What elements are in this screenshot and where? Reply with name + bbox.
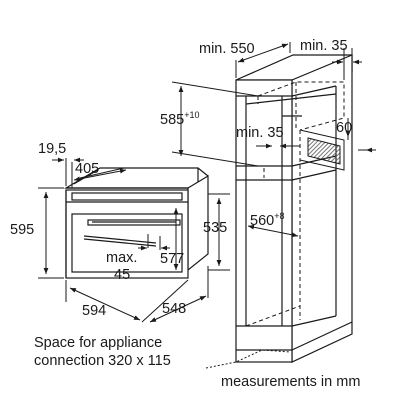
- hidden-outlines: [245, 81, 345, 327]
- cabinet-front: [235, 79, 293, 363]
- label-cabinet-min-depth: min. 550: [199, 41, 255, 57]
- label-vent-depth: 60: [336, 120, 352, 136]
- label-oven-body-width: 548: [162, 301, 186, 317]
- label-oven-panel-offset: 19,5: [38, 141, 66, 157]
- label-oven-inner-height: 577: [160, 251, 184, 267]
- connection-leader: [205, 349, 291, 369]
- label-cabinet-min-thickness: min. 35: [300, 38, 348, 54]
- label-vent-min: min. 35: [236, 125, 284, 141]
- label-niche-width: 560+8: [250, 211, 284, 229]
- label-oven-depth: 405: [75, 161, 99, 177]
- connection-note: Space for appliance connection 320 x 115: [34, 334, 171, 370]
- tall-cabinet: [235, 54, 353, 363]
- oven-dimensions: [38, 157, 230, 323]
- units-note: measurements in mm: [221, 374, 361, 390]
- oven-control-panel: [71, 192, 183, 201]
- label-oven-width: 594: [82, 303, 106, 319]
- label-oven-body-height: 535: [203, 220, 227, 236]
- vent-opening: [307, 137, 341, 165]
- label-niche-height: 585+10: [160, 110, 199, 128]
- cabinet-dimensions: [171, 42, 376, 238]
- label-oven-height: 595: [10, 222, 34, 238]
- vent-frame: [299, 129, 345, 171]
- label-handle-projection: max.45: [106, 250, 137, 283]
- oven-body: [63, 167, 209, 279]
- cabinet-right-side: [291, 54, 353, 363]
- connection-note-line2: connection 320 x 115: [34, 353, 171, 369]
- connection-note-line1: Space for appliance: [34, 335, 163, 351]
- label-handle-projection-value: 45: [114, 267, 130, 283]
